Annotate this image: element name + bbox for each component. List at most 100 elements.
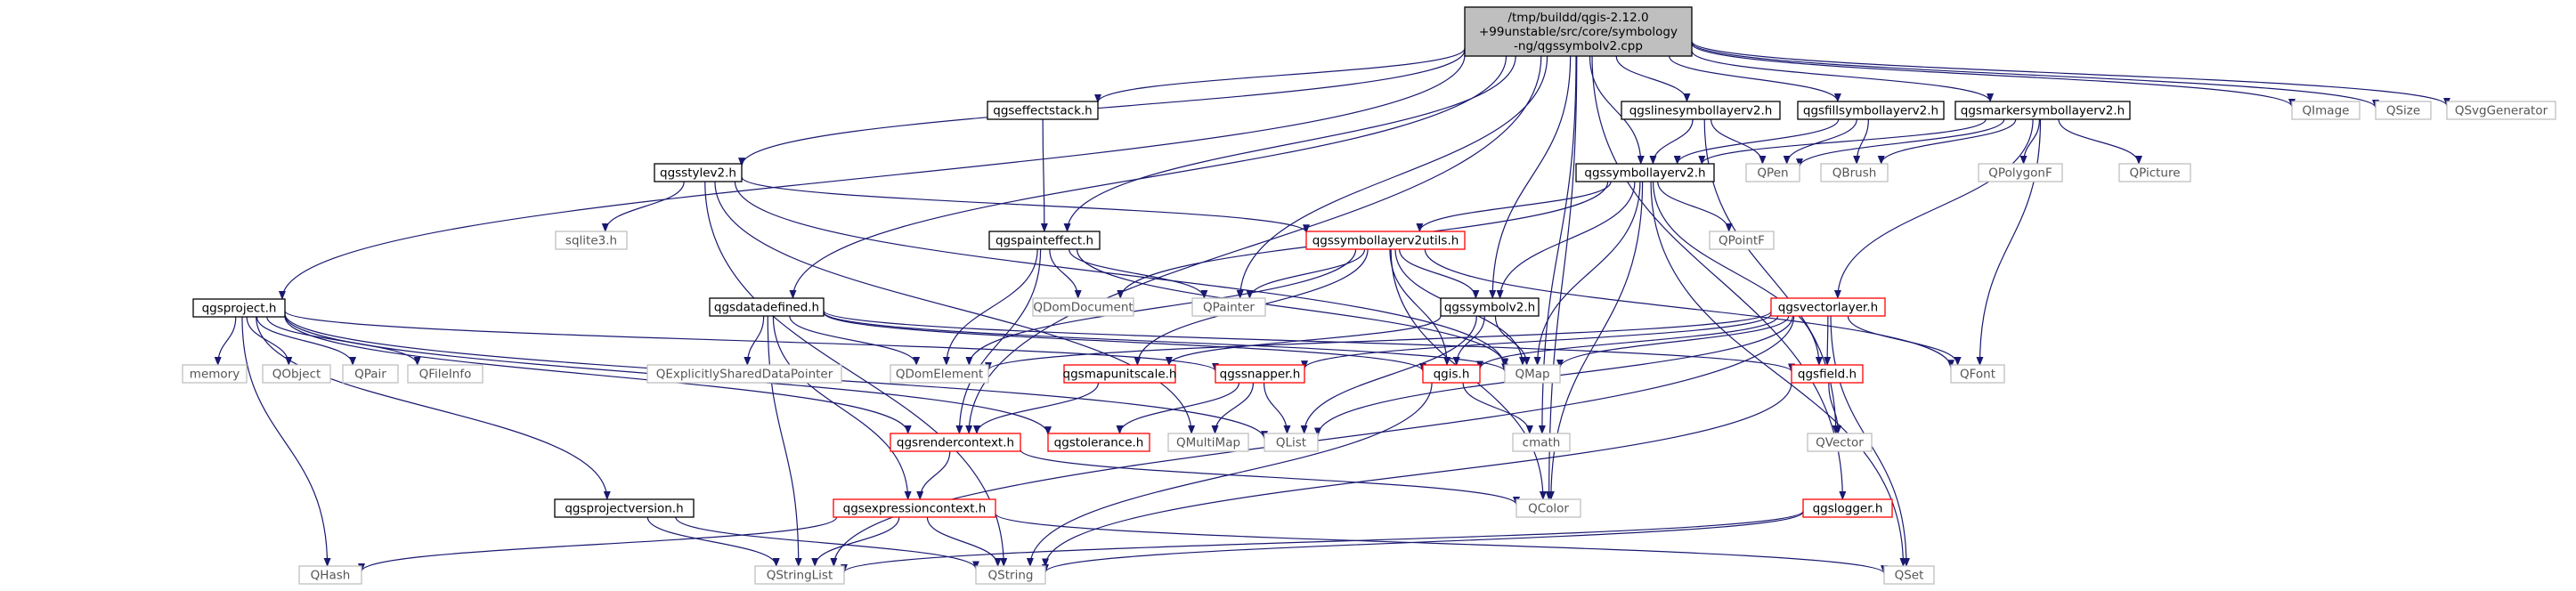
edge-root-to-qgseffectstack	[1094, 48, 1466, 103]
edge-qgsstylev2-to-qgssymbollayerv2utils	[741, 176, 1310, 234]
node-QMap: QMap	[1504, 364, 1561, 384]
node-qgssymbollayerv2[interactable]: qgssymbollayerv2.h	[1575, 163, 1715, 182]
edge-root-to-qgsrendercontext	[965, 55, 1542, 434]
node-root[interactable]: /tmp/buildd/qgis-2.12.0+99unstable/src/c…	[1464, 6, 1693, 57]
node-QPicture-label-0: QPicture	[2129, 166, 2180, 181]
node-QBrush: QBrush	[1820, 163, 1889, 182]
edge-qgsexpressioncontext-to-QSet	[995, 513, 1888, 575]
node-qgsrendercontext-label-0: qgsrendercontext.h	[897, 436, 1014, 450]
node-QPicture-box	[2118, 163, 2191, 182]
node-qgslogger[interactable]: qgslogger.h	[1802, 498, 1893, 518]
node-qgssnapper-box	[1215, 364, 1305, 384]
node-QList: QList	[1264, 433, 1319, 452]
node-qgssymbollayerv2utils-label-0: qgssymbollayerv2utils.h	[1312, 234, 1459, 248]
edge-qgslogger-to-QString	[1042, 511, 1804, 573]
node-QBrush-box	[1820, 163, 1889, 182]
node-qgsrendercontext[interactable]: qgsrendercontext.h	[890, 433, 1021, 452]
node-QSet-box	[1883, 565, 1935, 585]
edge-qgsmarkersymbollayerv2-to-QBrush	[1877, 118, 2017, 165]
node-QColor-box	[1516, 498, 1581, 518]
edge-root-to-QSize	[1691, 42, 2379, 109]
node-QVector-label-0: QVector	[1816, 436, 1864, 450]
node-QSvgGenerator: QSvgGenerator	[2446, 101, 2556, 120]
node-QPen-box	[1745, 163, 1800, 182]
edge-root-to-qgsdatadefined	[789, 55, 1507, 299]
edge-qgis-to-cmath	[1462, 382, 1533, 434]
node-QSize-label-0: QSize	[2386, 104, 2420, 118]
node-QPen-label-0: QPen	[1757, 166, 1788, 181]
node-qgssymbolv2-box	[1440, 297, 1540, 317]
node-qgsfield[interactable]: qgsfield.h	[1791, 364, 1864, 384]
edge-qgssymbollayerv2-to-QPointF	[1657, 181, 1733, 232]
edge-qgssymbollayerv2-to-qgssymbollayerv2utils	[1416, 181, 1612, 232]
node-qgsproject[interactable]: qgsproject.h	[192, 298, 286, 318]
node-qgis[interactable]: qgis.h	[1422, 364, 1481, 384]
node-QDomDocument-label-0: QDomDocument	[1033, 301, 1133, 315]
edge-qgslinesymbollayerv2-to-QPen	[1710, 118, 1767, 165]
edge-qgsproject-to-qgsrendercontext	[284, 316, 912, 434]
node-qgsfield-box	[1791, 364, 1864, 384]
node-QBrush-label-0: QBrush	[1832, 166, 1877, 181]
node-QObject-label-0: QObject	[272, 368, 321, 382]
edge-qgsrendercontext-to-qgsexpressioncontext	[916, 450, 951, 500]
edge-qgssymbollayerv2-to-QSet	[1650, 181, 1907, 567]
edge-qgssnapper-to-QMultiMap	[1211, 382, 1255, 434]
node-QSet-label-0: QSet	[1895, 569, 1924, 583]
node-QSize-box	[2375, 101, 2432, 120]
node-qgslinesymbollayerv2[interactable]: qgslinesymbollayerv2.h	[1621, 101, 1781, 120]
node-QPainter-box	[1191, 297, 1266, 317]
edge-qgssymbollayerv2-to-QMap	[1533, 181, 1641, 366]
node-qgseffectstack-label-0: qgseffectstack.h	[993, 104, 1093, 118]
edge-root-to-qgsproject	[279, 54, 1466, 300]
node-qgsmarkersymbollayerv2-label-0: qgsmarkersymbollayerv2.h	[1961, 104, 2125, 118]
node-QString-box	[975, 565, 1046, 585]
node-qgsmarkersymbollayerv2[interactable]: qgsmarkersymbollayerv2.h	[1954, 101, 2131, 120]
node-qgsdatadefined[interactable]: qgsdatadefined.h	[709, 297, 825, 317]
node-QMultiMap-box	[1167, 433, 1249, 452]
node-QDomDocument-box	[1032, 297, 1134, 317]
node-qgsexpressioncontext[interactable]: qgsexpressioncontext.h	[833, 498, 996, 518]
node-root-label-0: /tmp/buildd/qgis-2.12.0	[1507, 11, 1648, 25]
edge-qgsmarkersymbollayerv2-to-qgsvectorlayer	[1833, 118, 2034, 299]
node-QMap-box	[1504, 364, 1561, 384]
edge-qgssymbolv2-to-qgsmapunitscale	[1165, 315, 1442, 366]
node-qgssymbollayerv2-box	[1575, 163, 1715, 182]
node-QPicture: QPicture	[2118, 163, 2191, 182]
node-qgsdatadefined-label-0: qgsdatadefined.h	[714, 301, 819, 315]
node-QPolygonF-label-0: QPolygonF	[1988, 166, 2052, 181]
node-qgsexpressioncontext-label-0: qgsexpressioncontext.h	[843, 502, 987, 516]
node-QMultiMap: QMultiMap	[1167, 433, 1249, 452]
node-qgsfillsymbollayerv2[interactable]: qgsfillsymbollayerv2.h	[1797, 101, 1945, 120]
node-qgseffectstack[interactable]: qgseffectstack.h	[987, 101, 1099, 120]
node-qgsvectorlayer[interactable]: qgsvectorlayer.h	[1770, 297, 1886, 317]
node-cmath: cmath	[1512, 433, 1571, 452]
node-cmath-box	[1512, 433, 1571, 452]
node-QHash-label-0: QHash	[311, 569, 351, 583]
edge-qgsfillsymbollayerv2-to-qgssymbollayerv2	[1673, 118, 1840, 165]
node-qgstolerance[interactable]: qgstolerance.h	[1047, 433, 1150, 452]
node-QExplicitlySharedDataPointer: QExplicitlySharedDataPointer	[646, 364, 842, 384]
node-QSvgGenerator-label-0: QSvgGenerator	[2455, 104, 2548, 118]
node-qgseffectstack-box	[987, 101, 1099, 120]
node-qgsmapunitscale[interactable]: qgsmapunitscale.h	[1063, 364, 1177, 384]
edge-qgsexpressioncontext-to-QHash	[358, 516, 838, 572]
node-QFileInfo-box	[407, 364, 484, 384]
edge-qgssymbollayerv2utils-to-QDomElement	[965, 248, 1357, 366]
edge-qgslinesymbollayerv2-to-qgssymbollayerv2	[1649, 118, 1694, 165]
node-qgssymbollayerv2utils[interactable]: qgssymbollayerv2utils.h	[1305, 231, 1466, 250]
edge-qgsmarkersymbollayerv2-to-qgssymbollayerv2	[1698, 118, 1987, 165]
node-memory-box	[182, 364, 248, 384]
node-qgsstylev2[interactable]: qgsstylev2.h	[654, 163, 743, 182]
node-QVector: QVector	[1807, 433, 1873, 452]
node-qgspainteffect-label-0: qgspainteffect.h	[995, 234, 1093, 248]
node-QString-label-0: QString	[988, 569, 1034, 583]
node-qgsprojectversion[interactable]: qgsprojectversion.h	[554, 498, 695, 518]
node-qgssnapper[interactable]: qgssnapper.h	[1215, 364, 1305, 384]
node-qgssymbolv2[interactable]: qgssymbolv2.h	[1440, 297, 1540, 317]
edge-qgspainteffect-to-QDomDocument	[1049, 248, 1082, 299]
edge-qgsproject-to-QPair	[256, 316, 357, 366]
node-qgspainteffect[interactable]: qgspainteffect.h	[988, 231, 1101, 250]
edge-qgsvectorlayer-to-qgis	[1476, 315, 1779, 370]
edge-qgsvectorlayer-to-QFont	[1847, 315, 1962, 366]
node-QFont-label-0: QFont	[1960, 368, 1995, 382]
